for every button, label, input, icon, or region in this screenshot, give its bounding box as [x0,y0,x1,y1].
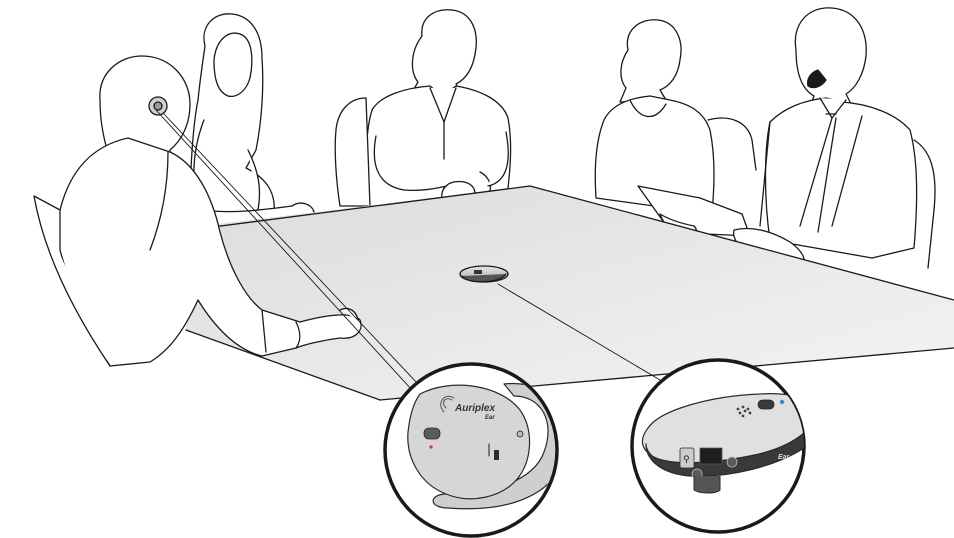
earpiece-callout: Auriplex Ear [385,364,568,536]
person-right-center [595,20,756,214]
device-usb-port [700,448,722,464]
earpiece-led [429,445,432,448]
earpiece-brand: Auriplex [454,403,495,414]
device-top-button [758,400,774,409]
device-callout: ⚲ Ear [632,360,815,532]
earpiece-power-button [424,428,440,439]
device-link-icon [727,457,737,467]
volume-icon [494,450,499,460]
earpiece-jack [517,431,523,437]
device-audio-icon: ⚲ [683,455,690,465]
table-device [460,266,508,282]
earpiece-brand-suffix: Ear [485,415,495,421]
person-center-man [335,10,510,214]
device-led [780,400,784,404]
device-brand-label: Ear [778,454,791,461]
